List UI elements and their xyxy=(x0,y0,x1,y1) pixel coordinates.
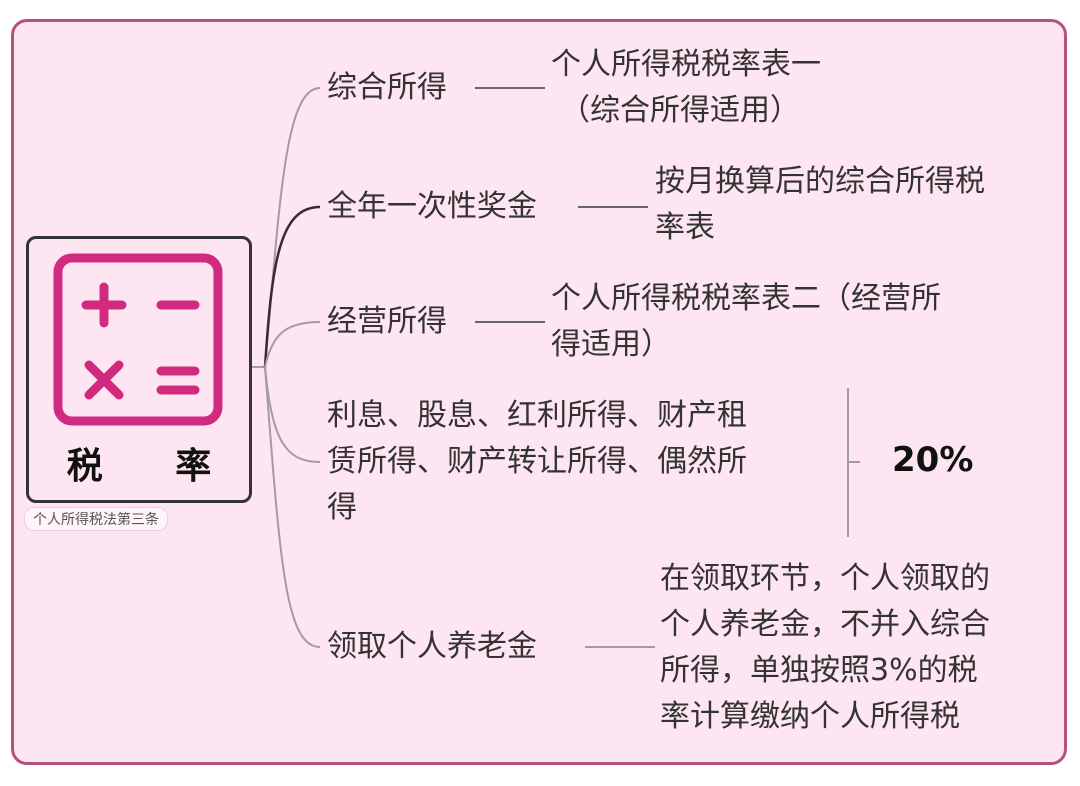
branch-personal-pension[interactable]: 领取个人养老金 xyxy=(327,629,537,664)
central-topic-title: 税 率 xyxy=(66,446,242,487)
connector xyxy=(264,87,321,368)
detail-line: 率计算缴纳个人所得税 xyxy=(660,699,960,734)
branch-business-income[interactable]: 经营所得 xyxy=(327,304,447,339)
connector xyxy=(264,366,321,648)
central-topic[interactable]: 税 率 xyxy=(26,236,252,503)
topic-note[interactable]: 个人所得税法第三条 xyxy=(24,507,168,531)
detail-line[interactable]: 得适用） xyxy=(551,327,671,362)
detail-line[interactable]: 个人所得税税率表二（经营所 xyxy=(551,281,941,316)
connector xyxy=(264,321,321,368)
rate-20-percent[interactable]: 20% xyxy=(892,440,974,480)
detail-line[interactable]: 按月换算后的综合所得税 xyxy=(655,164,985,199)
branch-interest-dividends-line: 得 xyxy=(327,490,357,525)
calculator-icon xyxy=(53,253,223,426)
detail-line[interactable]: 率表 xyxy=(655,210,715,245)
detail-line[interactable]: 在领取环节，个人领取的 xyxy=(660,561,990,596)
branch-annual-bonus[interactable]: 全年一次性奖金 xyxy=(327,189,537,224)
connector xyxy=(264,366,321,463)
branch-interest-dividends[interactable]: 利息、股息、红利所得、财产租 xyxy=(327,398,747,433)
branch-interest-dividends-line: 赁所得、财产转让所得、偶然所 xyxy=(327,444,747,479)
detail-line[interactable]: 个人所得税税率表一 xyxy=(551,47,821,82)
branch-comprehensive-income[interactable]: 综合所得 xyxy=(327,70,447,105)
bracket xyxy=(847,388,860,537)
detail-line: 个人养老金，不并入综合 xyxy=(660,607,990,642)
detail-line: 所得，单独按照3%的税 xyxy=(660,653,978,688)
detail-line[interactable]: （综合所得适用） xyxy=(560,93,800,128)
connector xyxy=(263,205,321,368)
